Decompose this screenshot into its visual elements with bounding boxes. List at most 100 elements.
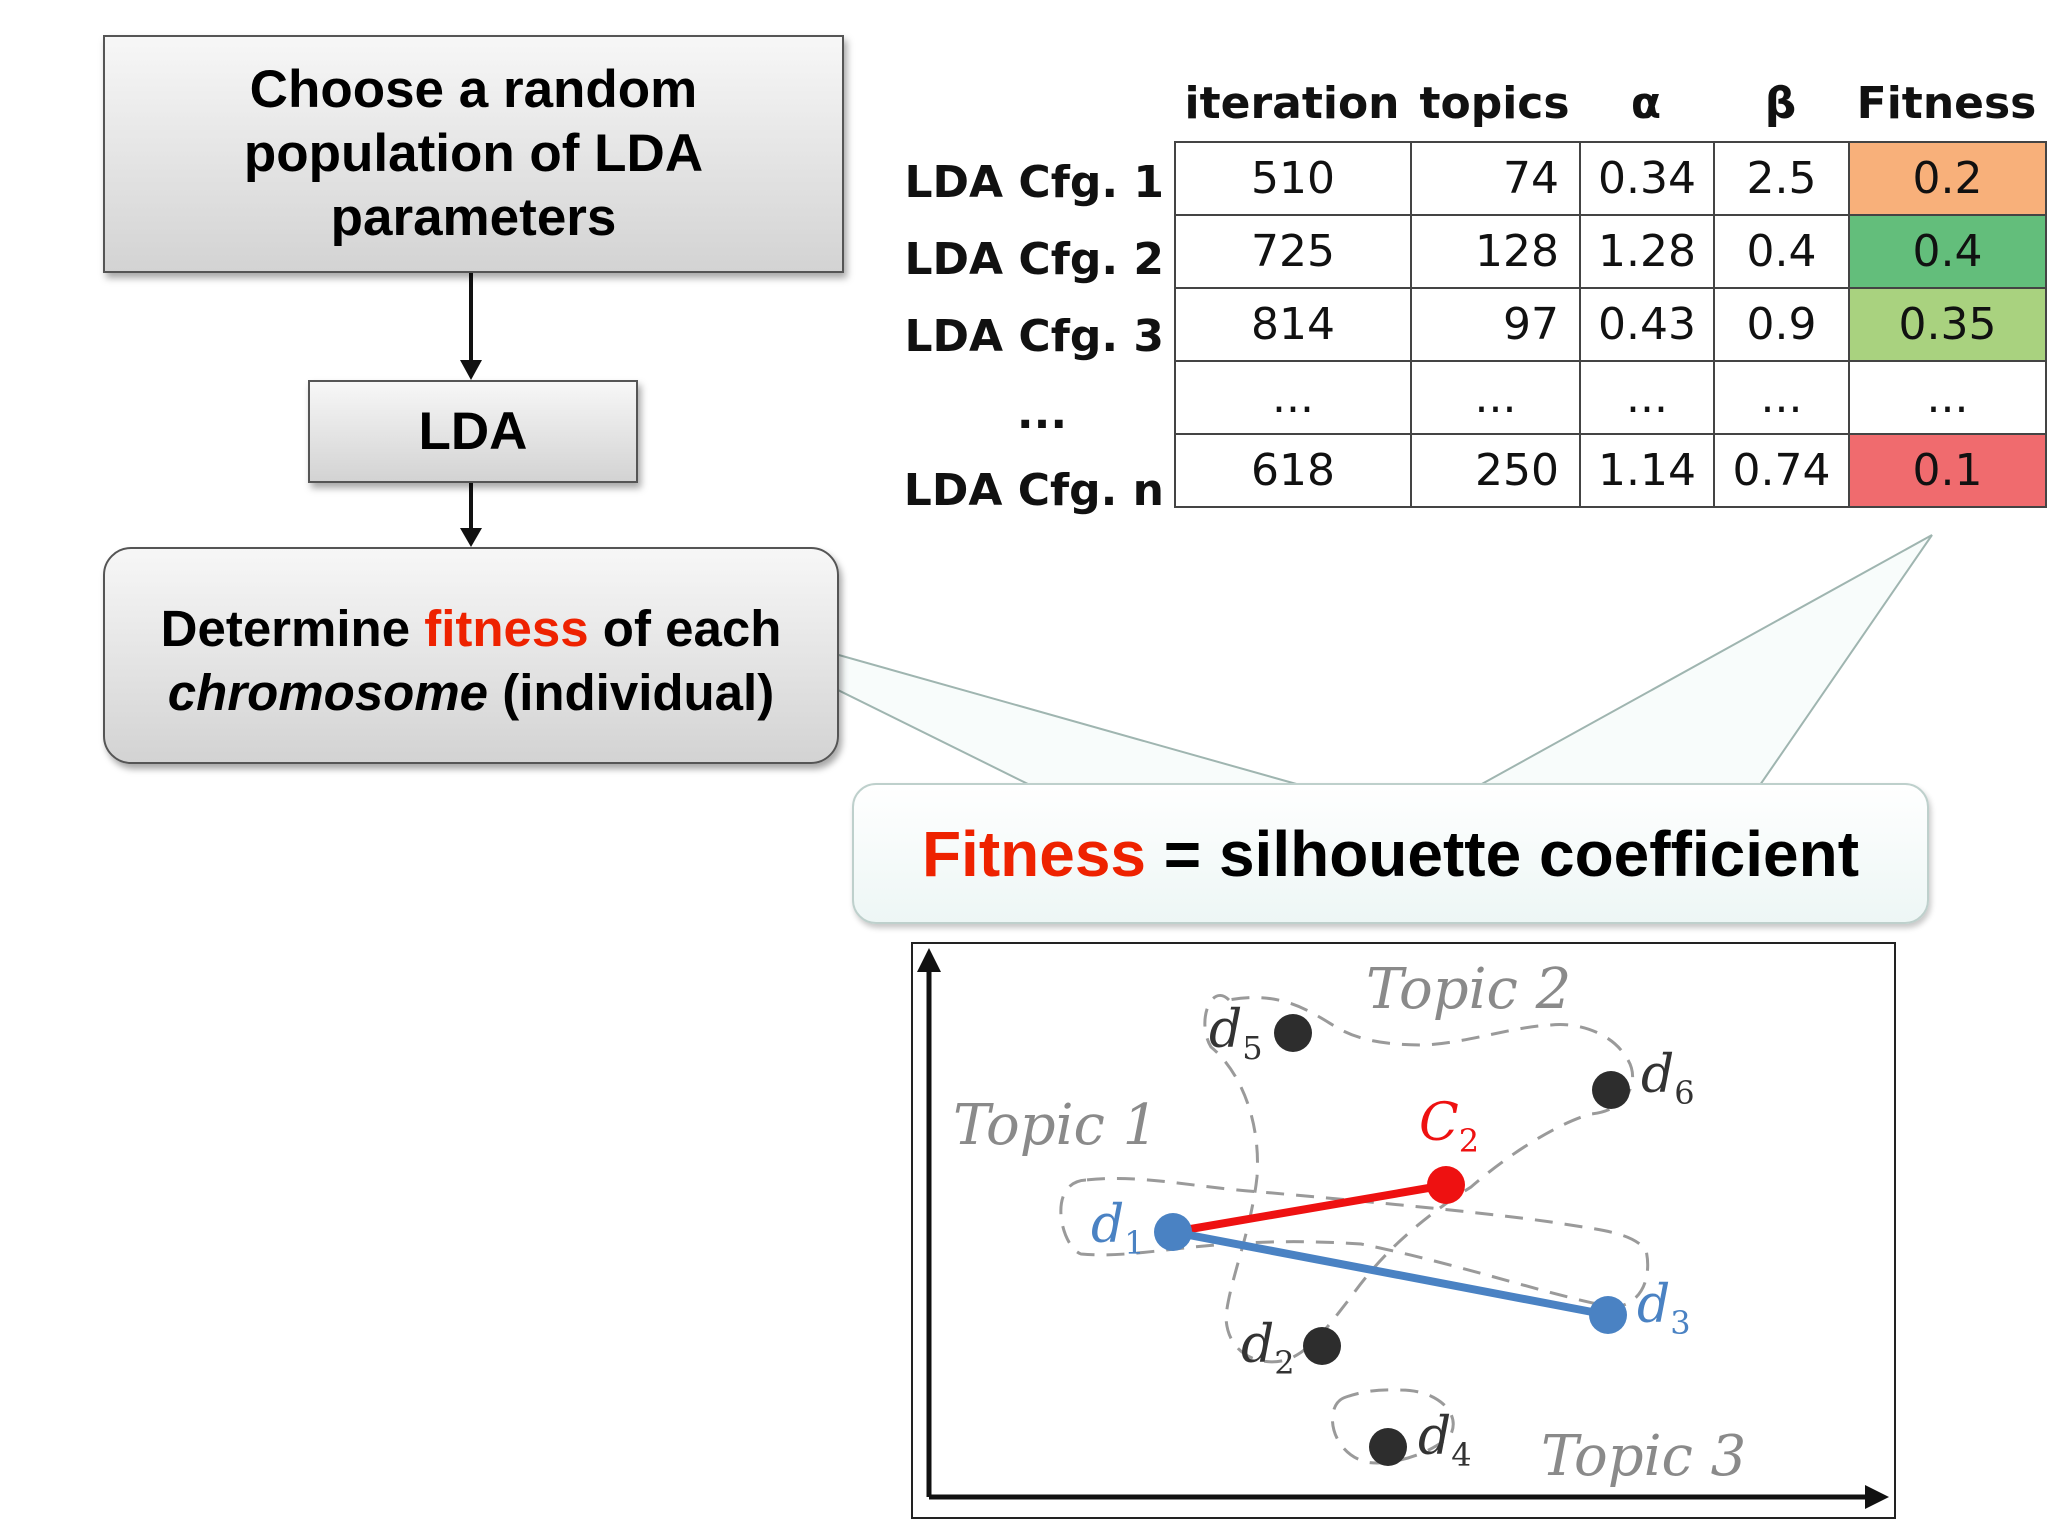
cell-fitness: 0.2 bbox=[1848, 141, 2047, 216]
cell-beta: 0.74 bbox=[1713, 433, 1850, 508]
cell-fitness: 0.1 bbox=[1848, 433, 2047, 508]
label-d4-var: d bbox=[1418, 1407, 1451, 1467]
label-d3-var: d bbox=[1637, 1275, 1670, 1335]
step-fitness-post: of each bbox=[588, 599, 782, 657]
table-row: 510 74 0.34 2.5 0.2 bbox=[1174, 141, 2047, 216]
cell-topics: 74 bbox=[1410, 141, 1581, 216]
step-fitness-line-1: Determine fitness of each bbox=[161, 597, 782, 661]
step-choose-line-1: Choose a random bbox=[249, 60, 698, 119]
cluster-outline-topic-3 bbox=[1331, 1388, 1455, 1465]
cell-topics: 250 bbox=[1410, 433, 1581, 508]
table-row: 814 97 0.43 0.9 0.35 bbox=[1174, 287, 2047, 362]
distance-line-blue bbox=[1172, 1228, 1609, 1319]
step-fitness-chromosome: chromosome bbox=[167, 663, 489, 721]
cluster-outline-topic-2 bbox=[1203, 994, 1635, 1364]
label-d2: d2 bbox=[1241, 1315, 1295, 1382]
point-c2 bbox=[1427, 1166, 1465, 1204]
callout-fitness-word: Fitness bbox=[921, 817, 1147, 890]
label-d1: d1 bbox=[1091, 1195, 1145, 1262]
cell-iteration: 725 bbox=[1174, 214, 1412, 289]
cell-alpha: 1.28 bbox=[1579, 214, 1715, 289]
label-d6: d6 bbox=[1641, 1045, 1695, 1112]
topic-label-1: Topic 1 bbox=[953, 1093, 1158, 1158]
row-label-ellipsis: ... bbox=[1016, 388, 1068, 439]
callout-definition: = silhouette coefficient bbox=[1146, 817, 1860, 890]
cluster-outline-topic-1 bbox=[1059, 1176, 1650, 1309]
flow-arrowhead-2 bbox=[460, 528, 482, 547]
cell-fitness: 0.4 bbox=[1848, 214, 2047, 289]
cell-beta: 0.4 bbox=[1713, 214, 1850, 289]
step-choose-line-3: parameters bbox=[330, 188, 617, 247]
cell-alpha: 0.34 bbox=[1579, 141, 1715, 216]
y-axis-arrowhead bbox=[917, 948, 941, 972]
cell-topics: 128 bbox=[1410, 214, 1581, 289]
point-d3 bbox=[1589, 1296, 1627, 1334]
row-label-cfg-n: LDA Cfg. n bbox=[903, 465, 1164, 516]
cell-beta: 2.5 bbox=[1713, 141, 1850, 216]
table-header-beta: β bbox=[1764, 78, 1797, 129]
cell-iteration: 510 bbox=[1174, 141, 1412, 216]
label-d1-var: d bbox=[1091, 1195, 1124, 1255]
step-choose-line-2: population of LDA bbox=[243, 124, 704, 183]
step-fitness-highlight: fitness bbox=[424, 599, 589, 657]
point-d1 bbox=[1154, 1213, 1192, 1251]
row-label-cfg-1: LDA Cfg. 1 bbox=[904, 157, 1164, 208]
label-d1-sub: 1 bbox=[1124, 1224, 1144, 1262]
label-c2: C2 bbox=[1419, 1093, 1479, 1160]
plot-frame bbox=[911, 942, 1896, 1519]
point-d4 bbox=[1369, 1428, 1407, 1466]
step-choose-population: Choose a random population of LDA parame… bbox=[103, 35, 844, 273]
row-label-cfg-2: LDA Cfg. 2 bbox=[904, 234, 1164, 285]
topic-label-3: Topic 3 bbox=[1541, 1424, 1746, 1489]
label-d2-sub: 2 bbox=[1274, 1344, 1294, 1382]
silhouette-cluster-plot: Topic 1 Topic 2 Topic 3 d5 d6 C2 d1 d3 d… bbox=[911, 942, 1896, 1519]
label-d4: d4 bbox=[1418, 1407, 1472, 1474]
label-d6-var: d bbox=[1641, 1045, 1674, 1105]
step-fitness-pre: Determine bbox=[160, 599, 425, 657]
label-c2-sub: 2 bbox=[1459, 1122, 1479, 1160]
flow-arrowhead-1 bbox=[460, 360, 482, 380]
table-row: ... ... ... ... ... bbox=[1174, 360, 2047, 435]
cell-iteration: 814 bbox=[1174, 287, 1412, 362]
fitness-definition-callout: Fitness = silhouette coefficient bbox=[852, 783, 1929, 924]
cell-alpha: 0.43 bbox=[1579, 287, 1715, 362]
label-d4-sub: 4 bbox=[1451, 1436, 1471, 1474]
cell-iteration: 618 bbox=[1174, 433, 1412, 508]
x-axis-arrowhead bbox=[1865, 1485, 1889, 1509]
step-fitness-line-2: chromosome (individual) bbox=[168, 661, 774, 725]
step-determine-fitness: Determine fitness of each chromosome (in… bbox=[103, 547, 839, 764]
table-header-alpha: α bbox=[1630, 78, 1662, 129]
cell-alpha: 1.14 bbox=[1579, 433, 1715, 508]
cell-beta: ... bbox=[1713, 360, 1850, 435]
label-c2-var: C bbox=[1419, 1093, 1459, 1153]
table-row: 618 250 1.14 0.74 0.1 bbox=[1174, 433, 2047, 508]
cell-topics: 97 bbox=[1410, 287, 1581, 362]
cell-iteration: ... bbox=[1174, 360, 1412, 435]
table-row: 725 128 1.28 0.4 0.4 bbox=[1174, 214, 2047, 289]
point-d6 bbox=[1592, 1071, 1630, 1109]
label-d5-var: d bbox=[1209, 1000, 1242, 1060]
point-d2 bbox=[1303, 1327, 1341, 1365]
point-d5 bbox=[1274, 1014, 1312, 1052]
label-d2-var: d bbox=[1241, 1315, 1274, 1375]
label-d5: d5 bbox=[1209, 1000, 1263, 1067]
table-header-iteration: iteration bbox=[1184, 78, 1400, 129]
row-label-cfg-3: LDA Cfg. 3 bbox=[904, 311, 1164, 362]
lda-config-table: 510 74 0.34 2.5 0.2 725 128 1.28 0.4 0.4… bbox=[1174, 141, 2047, 508]
step-fitness-individual: (individual) bbox=[488, 663, 775, 721]
callout-pointer-table bbox=[1479, 534, 1933, 786]
cell-beta: 0.9 bbox=[1713, 287, 1850, 362]
cell-fitness: ... bbox=[1848, 360, 2047, 435]
step-lda: LDA bbox=[308, 380, 638, 483]
label-d6-sub: 6 bbox=[1674, 1074, 1694, 1112]
cell-fitness: 0.35 bbox=[1848, 287, 2047, 362]
label-d3-sub: 3 bbox=[1670, 1304, 1690, 1342]
label-d3: d3 bbox=[1637, 1275, 1691, 1342]
cell-topics: ... bbox=[1410, 360, 1581, 435]
table-header-fitness: Fitness bbox=[1856, 78, 2037, 129]
topic-label-2: Topic 2 bbox=[1366, 957, 1571, 1022]
distance-line-red bbox=[1172, 1181, 1447, 1236]
label-d5-sub: 5 bbox=[1242, 1029, 1262, 1067]
table-header-topics: topics bbox=[1419, 78, 1570, 129]
step-lda-label: LDA bbox=[418, 402, 528, 461]
